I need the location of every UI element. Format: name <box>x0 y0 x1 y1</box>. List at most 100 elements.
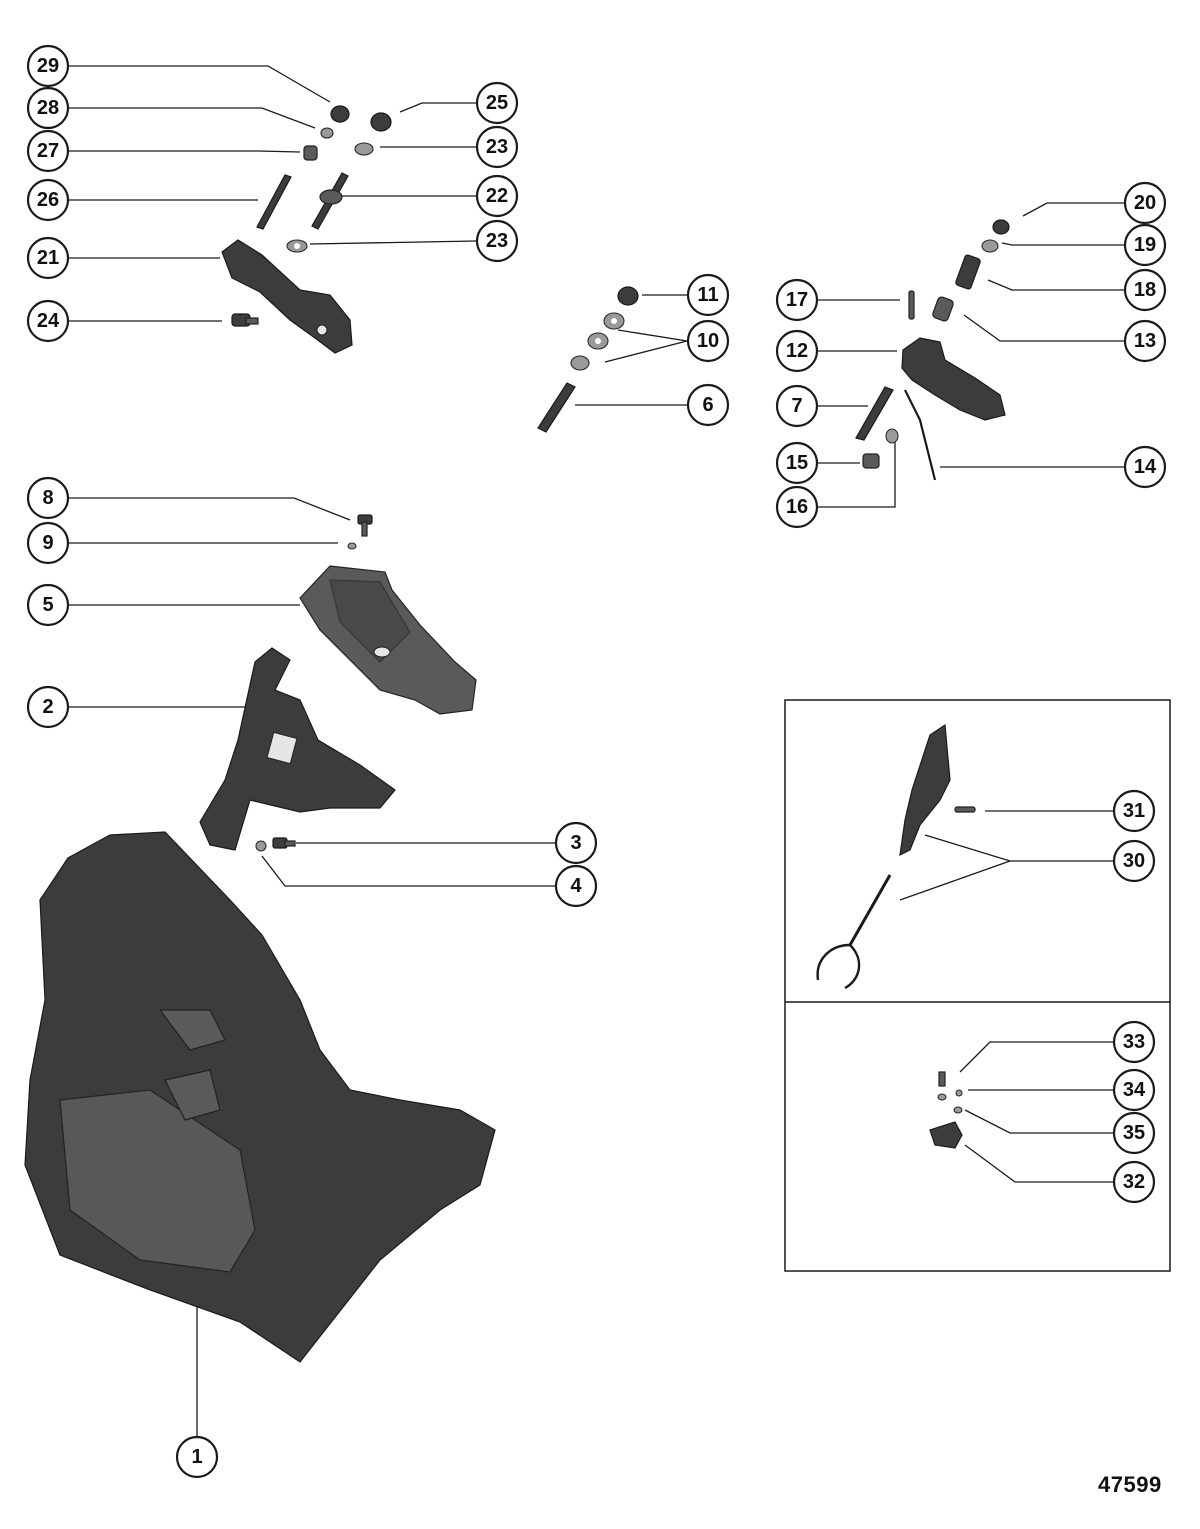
callout-12: 12 <box>775 329 819 373</box>
part-3-screw <box>272 837 296 849</box>
svg-text:6: 6 <box>702 394 713 416</box>
callout-14: 14 <box>1123 445 1167 489</box>
svg-text:10: 10 <box>697 330 719 352</box>
part-16-washer <box>885 428 899 444</box>
part-15-screw <box>862 453 880 469</box>
svg-text:3: 3 <box>570 832 581 854</box>
svg-text:34: 34 <box>1123 1079 1146 1101</box>
callout-19: 19 <box>1123 223 1167 267</box>
callout-33: 33 <box>1112 1020 1156 1064</box>
part-23-washer-a <box>354 142 374 156</box>
leader-lines <box>69 65 1124 1437</box>
svg-text:19: 19 <box>1134 234 1156 256</box>
part-34-washer <box>955 1089 963 1097</box>
svg-text:24: 24 <box>37 310 60 332</box>
part-19-washer <box>981 239 999 253</box>
part-7-pin <box>855 386 894 441</box>
part-8-screw <box>357 514 373 537</box>
svg-text:18: 18 <box>1134 279 1156 301</box>
callout-21: 21 <box>26 236 70 280</box>
svg-text:9: 9 <box>42 532 53 554</box>
callout-17: 17 <box>775 278 819 322</box>
svg-text:33: 33 <box>1123 1031 1145 1053</box>
callout-16: 16 <box>775 485 819 529</box>
part-4-washer <box>255 840 267 852</box>
callout-35: 35 <box>1112 1111 1156 1155</box>
callout-13: 13 <box>1123 319 1167 363</box>
callout-4: 4 <box>554 864 598 908</box>
svg-text:13: 13 <box>1134 330 1156 352</box>
svg-text:15: 15 <box>786 452 808 474</box>
callout-31: 31 <box>1112 789 1156 833</box>
svg-text:8: 8 <box>42 487 53 509</box>
part-31-screw <box>954 806 976 813</box>
svg-text:23: 23 <box>486 230 508 252</box>
part-25-nut <box>370 112 392 132</box>
part-13-bushing <box>932 296 954 322</box>
part-35-washer <box>953 1106 963 1114</box>
part-2-bracket <box>199 647 396 851</box>
part-12-lever <box>901 337 1006 421</box>
svg-text:28: 28 <box>37 97 59 119</box>
svg-text:20: 20 <box>1134 192 1156 214</box>
svg-text:35: 35 <box>1123 1122 1145 1144</box>
svg-text:5: 5 <box>42 594 53 616</box>
callout-6: 6 <box>686 383 730 427</box>
svg-text:29: 29 <box>37 55 59 77</box>
svg-text:11: 11 <box>697 284 718 306</box>
svg-text:31: 31 <box>1123 800 1145 822</box>
svg-text:17: 17 <box>786 289 808 311</box>
part-26-pin <box>256 174 292 230</box>
svg-text:23: 23 <box>486 136 508 158</box>
svg-text:22: 22 <box>486 185 508 207</box>
callout-34: 34 <box>1112 1068 1156 1112</box>
callout-25: 25 <box>475 81 519 125</box>
callout-24: 24 <box>26 299 70 343</box>
callout-11: 11 <box>686 273 730 317</box>
callout-1: 1 <box>175 1435 219 1479</box>
callout-32: 32 <box>1112 1160 1156 1204</box>
callout-20: 20 <box>1123 181 1167 225</box>
detail-inset <box>784 699 1171 1272</box>
callout-10: 10 <box>686 319 730 363</box>
callout-15: 15 <box>775 441 819 485</box>
svg-text:32: 32 <box>1123 1171 1145 1193</box>
svg-text:30: 30 <box>1123 850 1145 872</box>
part-20-nut <box>992 219 1010 235</box>
callout-7: 7 <box>775 384 819 428</box>
inset-frame <box>784 699 1171 1272</box>
part-22-stud <box>311 172 349 230</box>
callout-29: 29 <box>26 44 70 88</box>
part-30-lever-upper <box>899 723 951 857</box>
part-30-lever-lower <box>848 874 892 946</box>
svg-text:12: 12 <box>786 340 808 362</box>
part-14-wire <box>904 389 937 481</box>
callout-18: 18 <box>1123 268 1167 312</box>
svg-text:14: 14 <box>1134 456 1157 478</box>
part-33-screw <box>938 1071 946 1087</box>
callout-9: 9 <box>26 521 70 565</box>
callout-26: 26 <box>26 178 70 222</box>
svg-text:26: 26 <box>37 189 59 211</box>
callout-22: 22 <box>475 174 519 218</box>
callout-23-lower: 23 <box>475 219 519 263</box>
part-10-washer-c <box>570 355 590 371</box>
part-29-nut <box>330 105 350 123</box>
svg-text:16: 16 <box>786 496 808 518</box>
drawing-number: 47599 <box>1098 1472 1162 1497</box>
part-32-block <box>929 1121 963 1149</box>
part-21-arm <box>221 239 353 354</box>
part-24-bolt <box>231 313 259 327</box>
callout-8: 8 <box>26 476 70 520</box>
svg-text:27: 27 <box>37 140 59 162</box>
callout-2: 2 <box>26 685 70 729</box>
callout-23-upper: 23 <box>475 125 519 169</box>
svg-text:2: 2 <box>42 696 53 718</box>
part-18-spring <box>955 254 981 290</box>
callout-27: 27 <box>26 129 70 173</box>
part-6-pin <box>537 382 576 433</box>
svg-text:4: 4 <box>570 875 582 897</box>
part-28-washer <box>320 127 334 139</box>
svg-text:1: 1 <box>191 1446 202 1468</box>
